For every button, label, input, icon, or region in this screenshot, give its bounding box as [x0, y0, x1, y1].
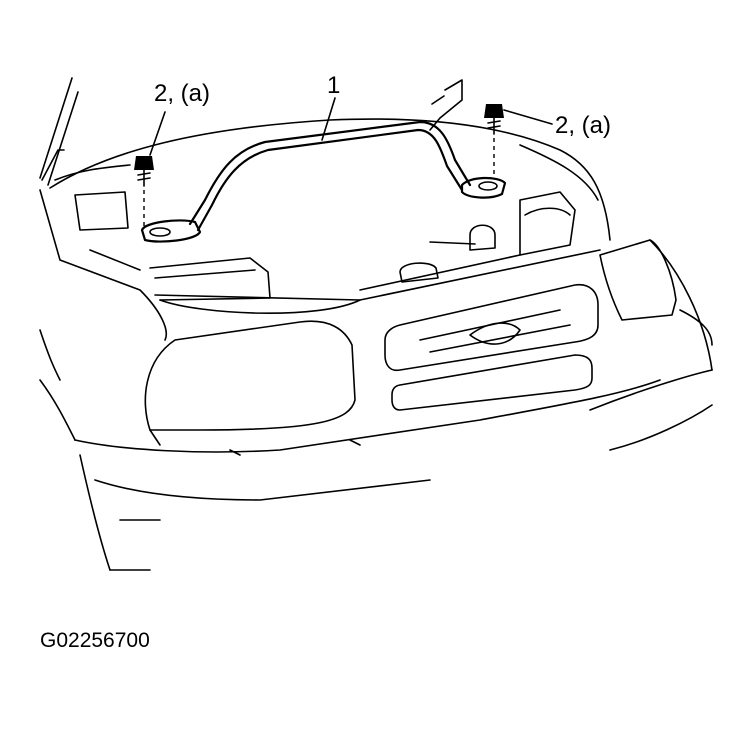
engine-bay-outline [49, 118, 611, 301]
bolt-right [484, 104, 553, 178]
bolt-left-callout: 2, (a) [154, 80, 211, 107]
front-body [39, 189, 713, 571]
bolt-right-callout: 2, (a) [555, 112, 612, 139]
strut-brace [140, 120, 507, 243]
part1-leader [321, 97, 336, 141]
bolt-left [134, 111, 166, 226]
figure-code: G02256700 [40, 629, 150, 652]
hood-left-edge [39, 77, 79, 186]
strut-brace-callout: 1 [327, 72, 341, 99]
